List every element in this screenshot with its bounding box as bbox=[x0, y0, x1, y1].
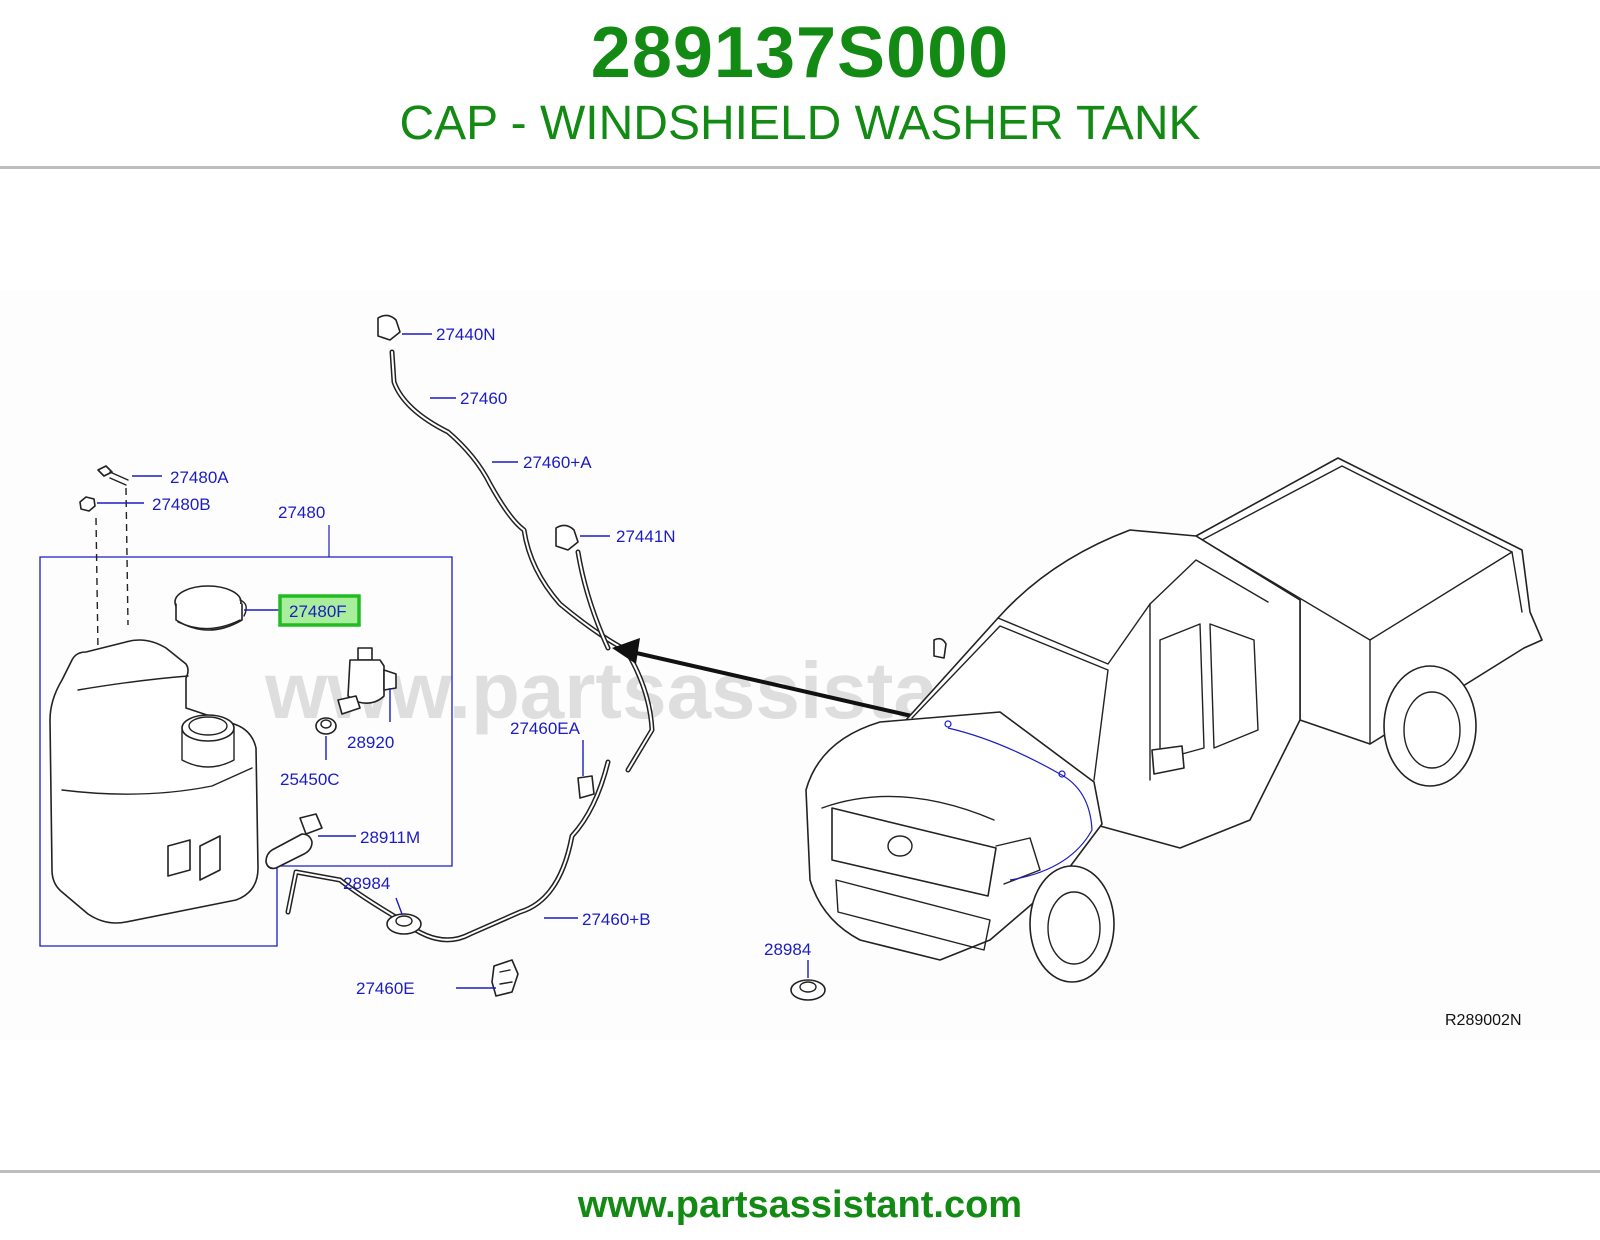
clip-27460EA bbox=[577, 775, 595, 799]
callout-27480B: 27480B bbox=[152, 495, 211, 514]
callout-27460B: 27460+B bbox=[582, 910, 651, 929]
nozzle-27440N bbox=[377, 314, 401, 341]
callout-27480: 27480 bbox=[278, 503, 325, 522]
callout-27460EA: 27460EA bbox=[510, 719, 581, 738]
footer-divider bbox=[0, 1170, 1600, 1173]
page-header: 289137S000 CAP - WINDSHIELD WASHER TANK bbox=[0, 0, 1600, 170]
part-description: CAP - WINDSHIELD WASHER TANK bbox=[399, 97, 1201, 150]
level-sensor-28911M bbox=[265, 813, 323, 870]
clip-27460E bbox=[491, 959, 519, 997]
grommet-28984-left bbox=[386, 913, 422, 935]
location-arrow bbox=[612, 638, 939, 724]
diagram-reference-code: R289002N bbox=[1445, 1012, 1522, 1029]
grommet-28984-right bbox=[790, 979, 826, 1001]
callout-27480F: 27480F bbox=[289, 602, 347, 621]
grommet-25450C bbox=[315, 717, 337, 735]
leader-28984-left bbox=[395, 897, 403, 915]
callout-28920: 28920 bbox=[347, 733, 394, 752]
washer-tank bbox=[49, 639, 259, 924]
callout-27440N: 27440N bbox=[436, 325, 496, 344]
header-divider bbox=[0, 166, 1600, 169]
washer-hose-27460 bbox=[285, 349, 655, 943]
callout-27460E: 27460E bbox=[356, 979, 415, 998]
nut-27480B bbox=[79, 496, 99, 651]
footer-website-link[interactable]: www.partsassistant.com bbox=[577, 1184, 1023, 1226]
bolt-27480A bbox=[97, 465, 129, 626]
highlight-box-27480F bbox=[278, 594, 361, 627]
washer-tank-cap-27480F bbox=[174, 585, 247, 631]
callout-27441N: 27441N bbox=[616, 527, 676, 546]
callout-25450C: 25450C bbox=[280, 770, 340, 789]
callout-27460: 27460 bbox=[460, 389, 507, 408]
callout-28984-left: 28984 bbox=[343, 874, 390, 893]
part-number-title: 289137S000 bbox=[590, 13, 1010, 93]
pickup-truck-illustration bbox=[805, 457, 1543, 983]
callout-28984-right: 28984 bbox=[764, 940, 811, 959]
callout-27480A: 27480A bbox=[170, 468, 229, 487]
callout-27460A: 27460+A bbox=[523, 453, 592, 472]
nozzle-27441N bbox=[555, 524, 579, 551]
callout-28911M: 28911M bbox=[360, 828, 420, 847]
washer-pump-28920 bbox=[337, 647, 397, 715]
